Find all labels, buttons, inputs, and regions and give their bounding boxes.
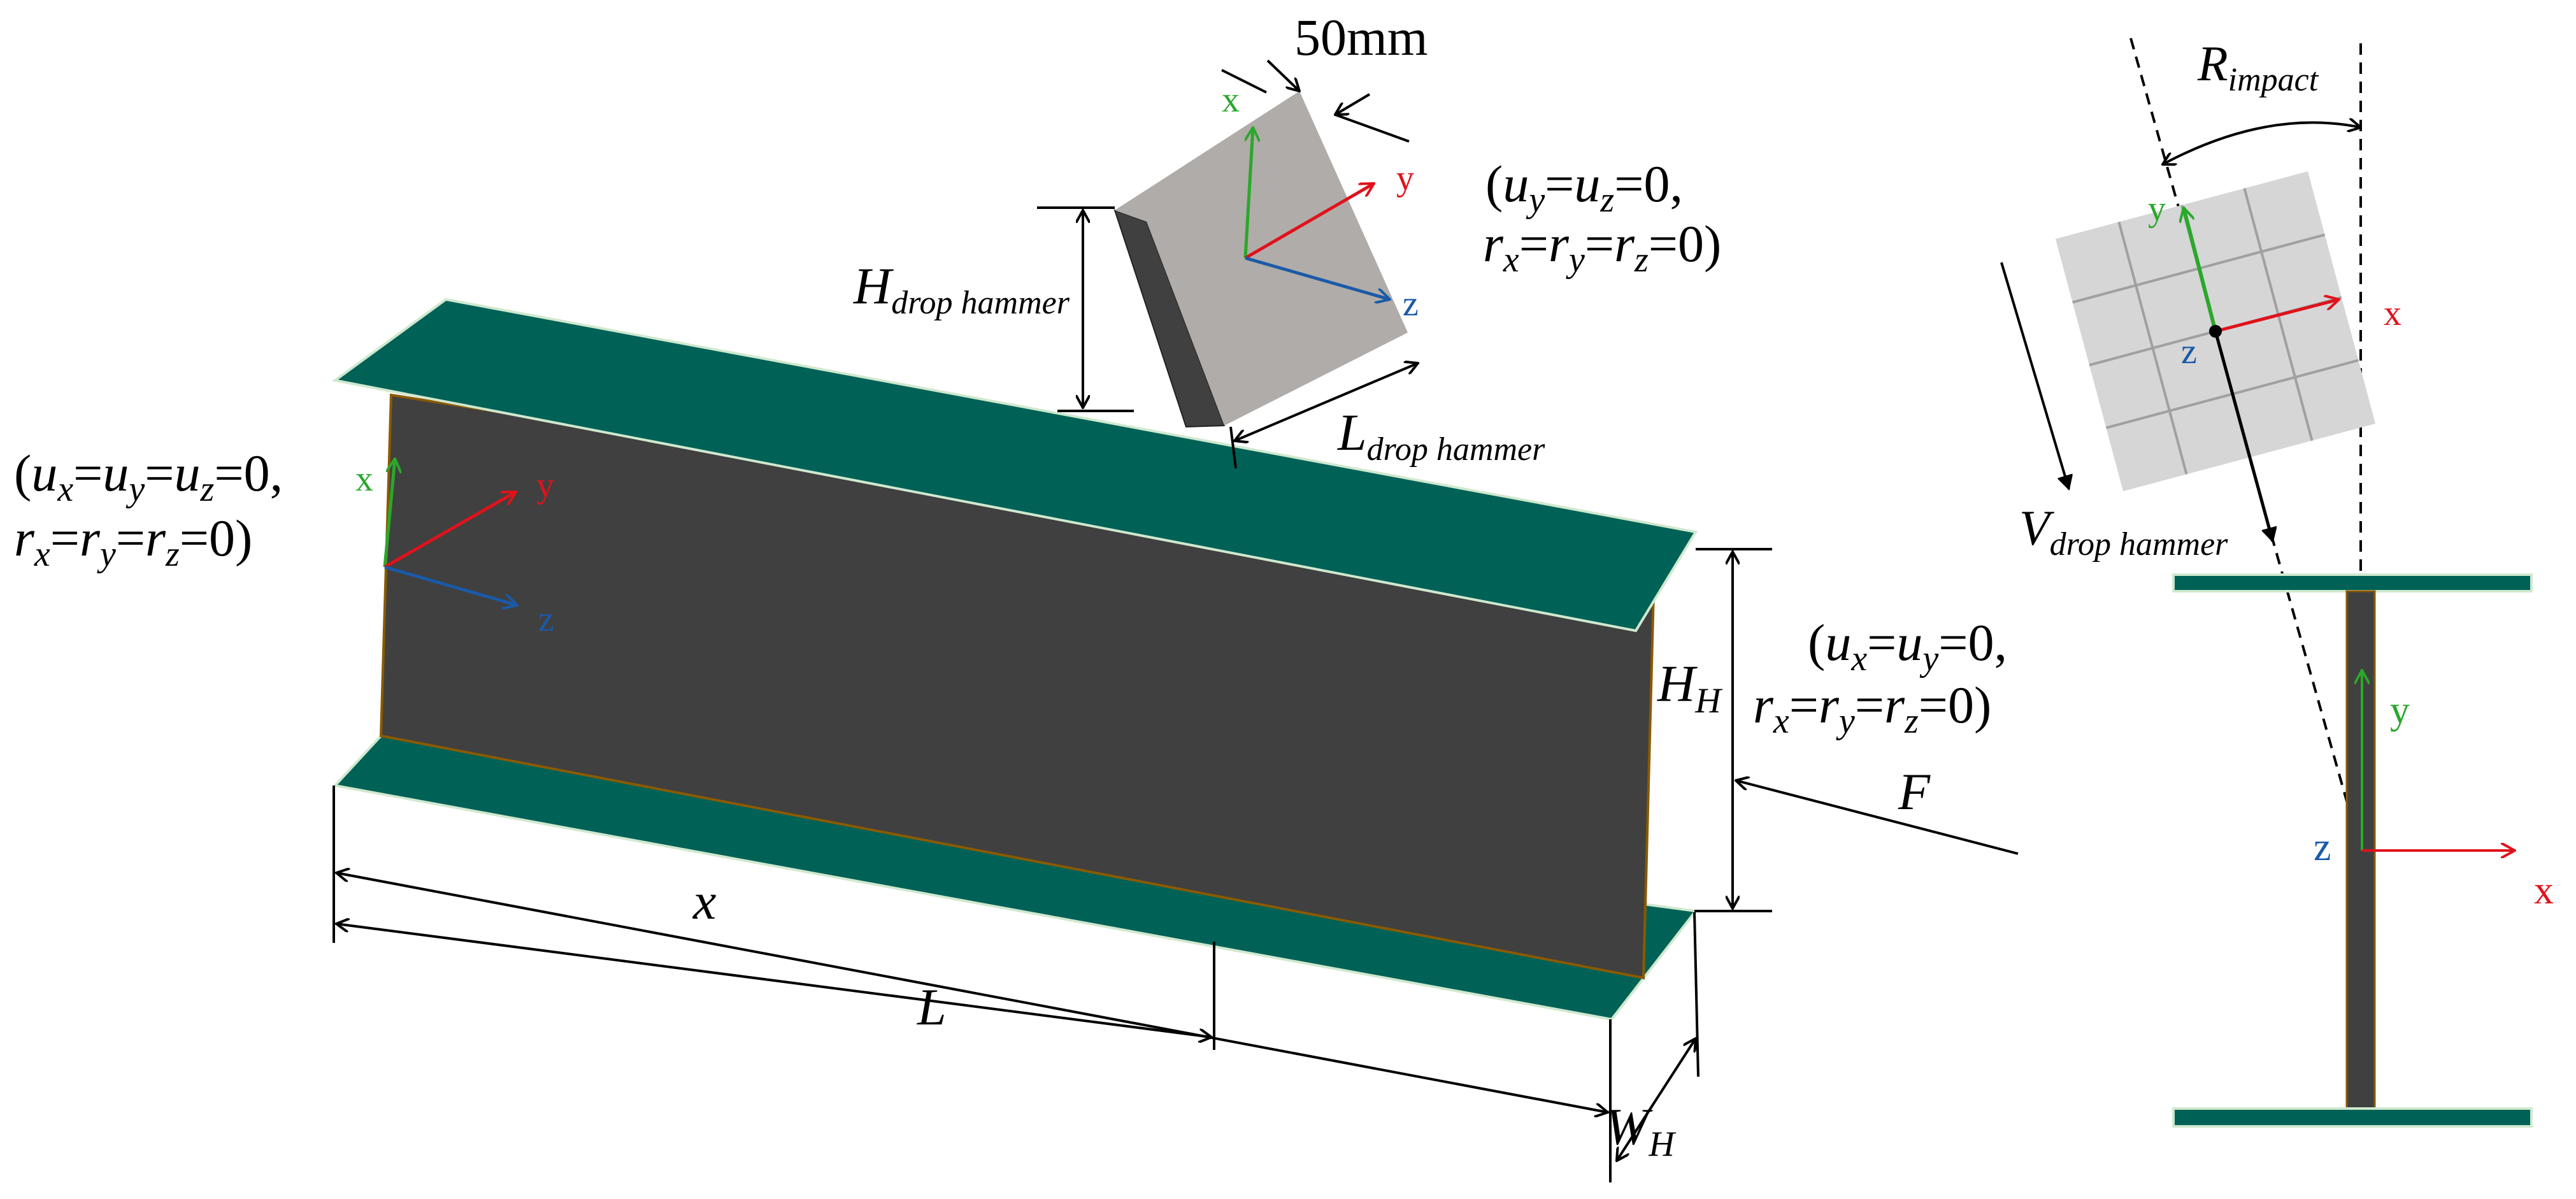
dim-h-drop-hammer-label: Hdrop hammer bbox=[853, 257, 1070, 321]
beam-axis-x-label: x bbox=[355, 459, 373, 499]
hammer-axes: x y z bbox=[1222, 80, 1419, 324]
dim-50mm: 50mm bbox=[1221, 8, 1428, 143]
dim-h-h: HH bbox=[1657, 548, 1772, 912]
section-axis-x-label: x bbox=[2534, 869, 2554, 912]
hammer-axis-z-label: z bbox=[1403, 284, 1419, 324]
left-boundary-condition: (ux=uy=uz=0, rx=ry=rz=0) bbox=[14, 444, 283, 574]
dim-x-and-l: x L bbox=[333, 786, 1699, 1182]
hammer-axis-x-label: x bbox=[1222, 80, 1240, 120]
hammer-boundary-condition: (uy=uz=0, rx=ry=rz=0) bbox=[1483, 155, 1721, 280]
left-bc-line2: rx=ry=rz=0) bbox=[14, 509, 252, 574]
right-hammer-axis-z-label: z bbox=[2181, 332, 2197, 371]
hammer-bc-line1: (uy=uz=0, bbox=[1485, 155, 1683, 220]
right-end-boundary-condition: (ux=uy=0, rx=ry=rz=0) bbox=[1753, 614, 2007, 741]
hammer-bc-line2: rx=ry=rz=0) bbox=[1483, 215, 1721, 280]
dim-l-drop-hammer-label: Ldrop hammer bbox=[1337, 403, 1545, 468]
dim-l-drop-hammer: Ldrop hammer bbox=[1229, 363, 1545, 469]
hammer-front-face bbox=[1115, 91, 1408, 426]
section-axis-z-label: z bbox=[2314, 826, 2331, 869]
hammer-axis-y-label: y bbox=[1396, 159, 1414, 198]
drop-hammer bbox=[1113, 91, 1408, 428]
right-hammer-axis-y-label: y bbox=[2148, 189, 2166, 229]
left-bc-line1: (ux=uy=uz=0, bbox=[14, 444, 283, 509]
r-impact-arc bbox=[2163, 122, 2361, 164]
right-hammer-axis-x-label: x bbox=[2384, 294, 2401, 333]
beam-axis-z-label: z bbox=[538, 600, 554, 639]
beam-left-axes: x y z bbox=[355, 459, 554, 639]
force-f: F bbox=[1736, 763, 2019, 855]
section-axis-y-label: y bbox=[2390, 689, 2410, 732]
dim-l-label: L bbox=[917, 978, 947, 1036]
dim-x-label: x bbox=[692, 872, 716, 930]
r-impact-label: Rimpact bbox=[2197, 36, 2319, 98]
section-top-flange bbox=[2172, 573, 2533, 592]
force-f-label: F bbox=[1898, 763, 1931, 821]
v-drop-hammer-label: Vdrop hammer bbox=[2019, 500, 2228, 563]
dim-w-h-label: WH bbox=[1605, 1098, 1676, 1164]
section-bottom-flange bbox=[2172, 1107, 2533, 1128]
dim-h-h-label: HH bbox=[1657, 654, 1722, 721]
beam-axis-y-label: y bbox=[536, 466, 554, 505]
top-flange bbox=[332, 298, 1698, 633]
dim-w-h: WH bbox=[1605, 1038, 1696, 1164]
right-bc-line2: rx=ry=rz=0) bbox=[1753, 676, 1991, 741]
hammer-center-point bbox=[2209, 325, 2222, 338]
dim-50mm-label: 50mm bbox=[1294, 8, 1428, 66]
velocity-arrow bbox=[2000, 262, 2069, 489]
impact-angle-view: Rimpact y x z Vdrop hammer bbox=[2000, 36, 2554, 1128]
dim-h-drop-hammer: Hdrop hammer bbox=[853, 206, 1134, 412]
right-bc-line1: (ux=uy=0, bbox=[1808, 614, 2007, 678]
